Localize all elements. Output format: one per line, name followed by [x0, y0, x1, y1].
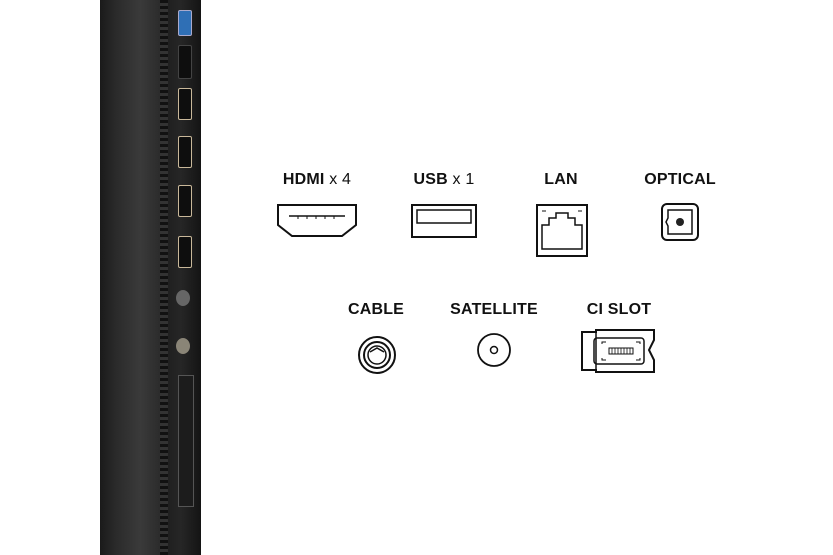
usb-side-port — [178, 10, 192, 36]
hdmi-label: HDMI x 4 — [282, 171, 352, 188]
usb-port-icon — [411, 204, 477, 238]
hdmi-side-port — [178, 236, 192, 268]
optical-port-icon — [661, 203, 699, 241]
satellite-side-port — [176, 338, 190, 354]
cable-side-port — [176, 290, 190, 306]
lan-side-port — [178, 45, 192, 79]
hdmi-port-icon — [277, 204, 357, 237]
tv-side-panel — [100, 0, 201, 555]
lan-port-icon — [536, 204, 588, 257]
ci-slot-icon — [581, 329, 655, 373]
satellite-label: SATELLITE — [450, 301, 538, 318]
tv-vent-strip — [160, 0, 168, 555]
cable-label: CABLE — [347, 301, 405, 318]
ci-side-slot — [178, 375, 194, 507]
usb-label: USB x 1 — [413, 171, 475, 188]
lan-label: LAN — [544, 171, 578, 188]
hdmi-side-port — [178, 88, 192, 120]
hdmi-side-port — [178, 136, 192, 168]
optical-label: OPTICAL — [644, 171, 716, 188]
satellite-port-icon — [477, 333, 511, 367]
ci-slot-label: CI SLOT — [586, 301, 652, 318]
hdmi-side-port — [178, 185, 192, 217]
cable-port-icon — [358, 336, 396, 374]
